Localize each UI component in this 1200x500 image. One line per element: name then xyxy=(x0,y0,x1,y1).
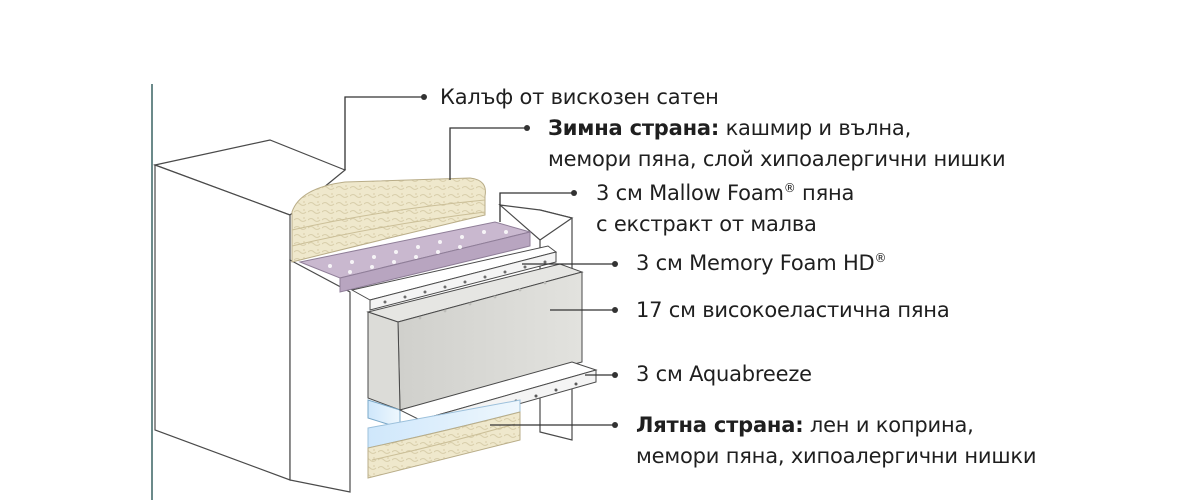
summer-side-layer xyxy=(367,399,521,479)
leader-lines xyxy=(344,96,615,426)
mallow-foam-layer xyxy=(298,221,532,293)
memory-foam-layer xyxy=(350,245,558,311)
label-cover: Калъф от вискозен сатен xyxy=(440,85,719,109)
label-high-elastic-foam: 17 см високоеластична пяна xyxy=(636,298,950,322)
winter-side-layer xyxy=(291,177,486,263)
label-winter-side-title: Зимна страна: xyxy=(548,116,720,140)
label-memory-foam: 3 см Memory Foam HD® xyxy=(636,251,887,275)
label-winter-side: Зимна страна: кашмир и вълна, мемори пян… xyxy=(548,116,1006,171)
label-summer-side-title: Лятна страна: xyxy=(636,413,804,437)
high-elastic-core-layer xyxy=(366,263,584,411)
leader-mallow xyxy=(499,192,574,222)
leader-dots xyxy=(421,94,618,428)
label-aquabreeze: 3 см Aquabreeze xyxy=(636,362,812,386)
leader-winter xyxy=(449,127,527,180)
leader-cover xyxy=(344,96,424,170)
label-mallow-foam: 3 см Mallow Foam® пяна с екстракт от мал… xyxy=(596,181,855,236)
label-summer-side: Лятна страна: лен и коприна, мемори пяна… xyxy=(636,413,1037,468)
